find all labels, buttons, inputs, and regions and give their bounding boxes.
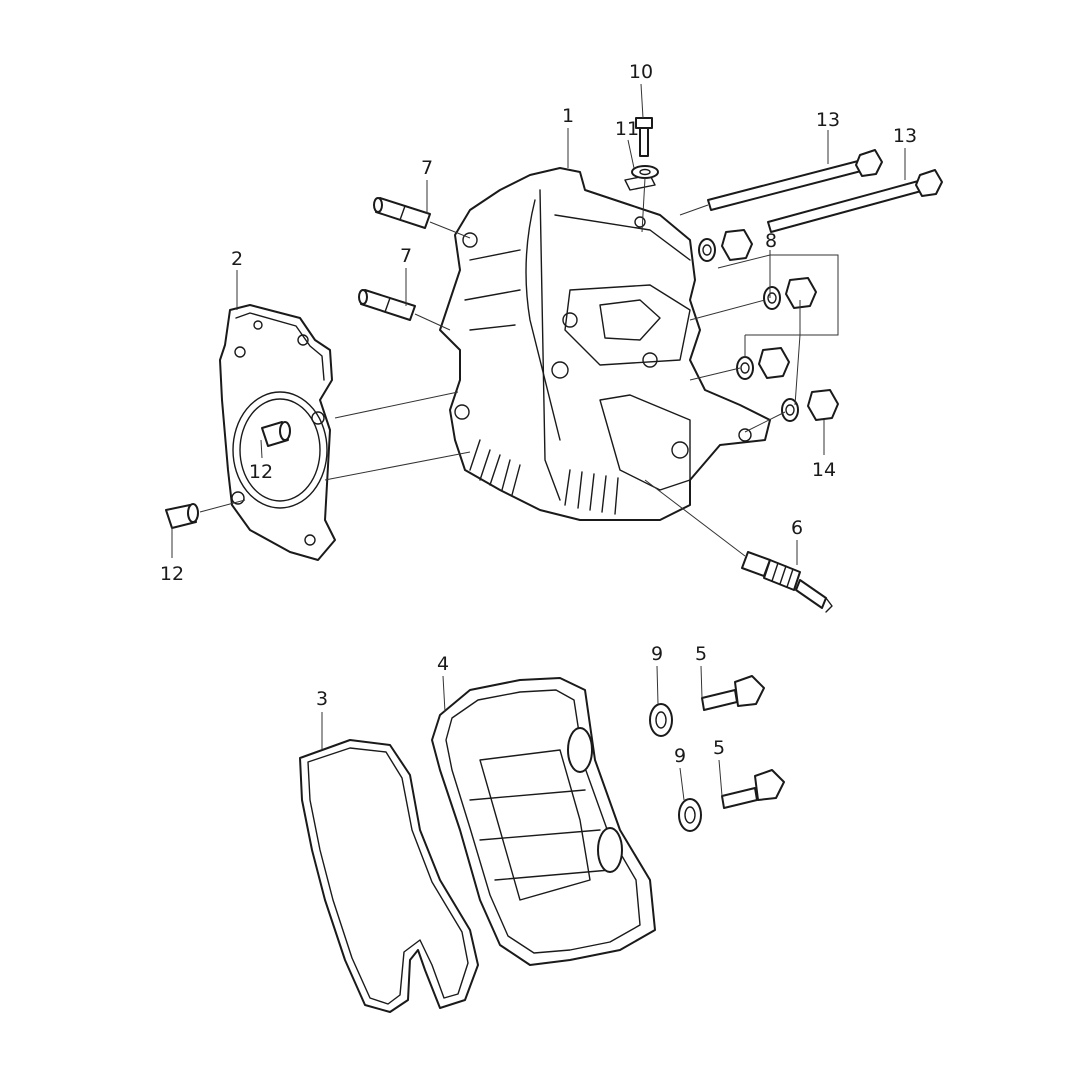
- nut-washer-2: [763, 277, 817, 310]
- callout-3: 3: [316, 688, 328, 710]
- nut-washer-4: [781, 389, 839, 422]
- leader-lines: [171, 83, 906, 801]
- callout-8: 8: [765, 230, 777, 252]
- callout-6: 6: [791, 517, 803, 539]
- stud-lower: [358, 289, 416, 321]
- callout-labels: 1 2 3 4 5 5 6 7 7 8 9 9 10 11 12 12 13 1…: [160, 61, 917, 767]
- dowel-pin-lower: [165, 503, 199, 529]
- nut-washer-3: [736, 347, 790, 380]
- callout-12-lower: 12: [160, 563, 184, 585]
- callout-2: 2: [231, 248, 243, 270]
- callout-1: 1: [562, 105, 574, 127]
- cylinder-head-part: [439, 167, 771, 521]
- callout-13-upper: 13: [816, 109, 840, 131]
- callout-14: 14: [812, 459, 836, 481]
- grommet-upper: [649, 703, 673, 737]
- callout-10: 10: [629, 61, 653, 83]
- dowel-pin-upper: [261, 421, 291, 447]
- callout-7-upper: 7: [421, 157, 433, 179]
- callout-13-lower: 13: [893, 125, 917, 147]
- callout-9-lower: 9: [674, 745, 686, 767]
- long-bolt-lower: [767, 169, 943, 233]
- long-bolt-upper: [707, 149, 883, 211]
- callout-11: 11: [615, 118, 639, 140]
- callout-12-upper: 12: [249, 461, 273, 483]
- grommet-lower: [678, 798, 702, 832]
- small-bolt: [635, 117, 653, 157]
- callout-4: 4: [437, 653, 449, 675]
- stud-upper: [373, 197, 431, 229]
- cover-bolt-upper: [701, 675, 765, 711]
- small-washer: [631, 165, 659, 179]
- callout-7-lower: 7: [400, 245, 412, 267]
- callout-5-lower: 5: [713, 737, 725, 759]
- callout-9-upper: 9: [651, 643, 663, 665]
- cover-bolt-lower: [721, 769, 785, 809]
- nut-washer-1: [698, 229, 753, 262]
- valve-cover-gasket-part: [299, 739, 479, 1013]
- valve-cover-part: [431, 677, 656, 966]
- callout-5-upper: 5: [695, 643, 707, 665]
- spark-plug-part: [741, 551, 833, 613]
